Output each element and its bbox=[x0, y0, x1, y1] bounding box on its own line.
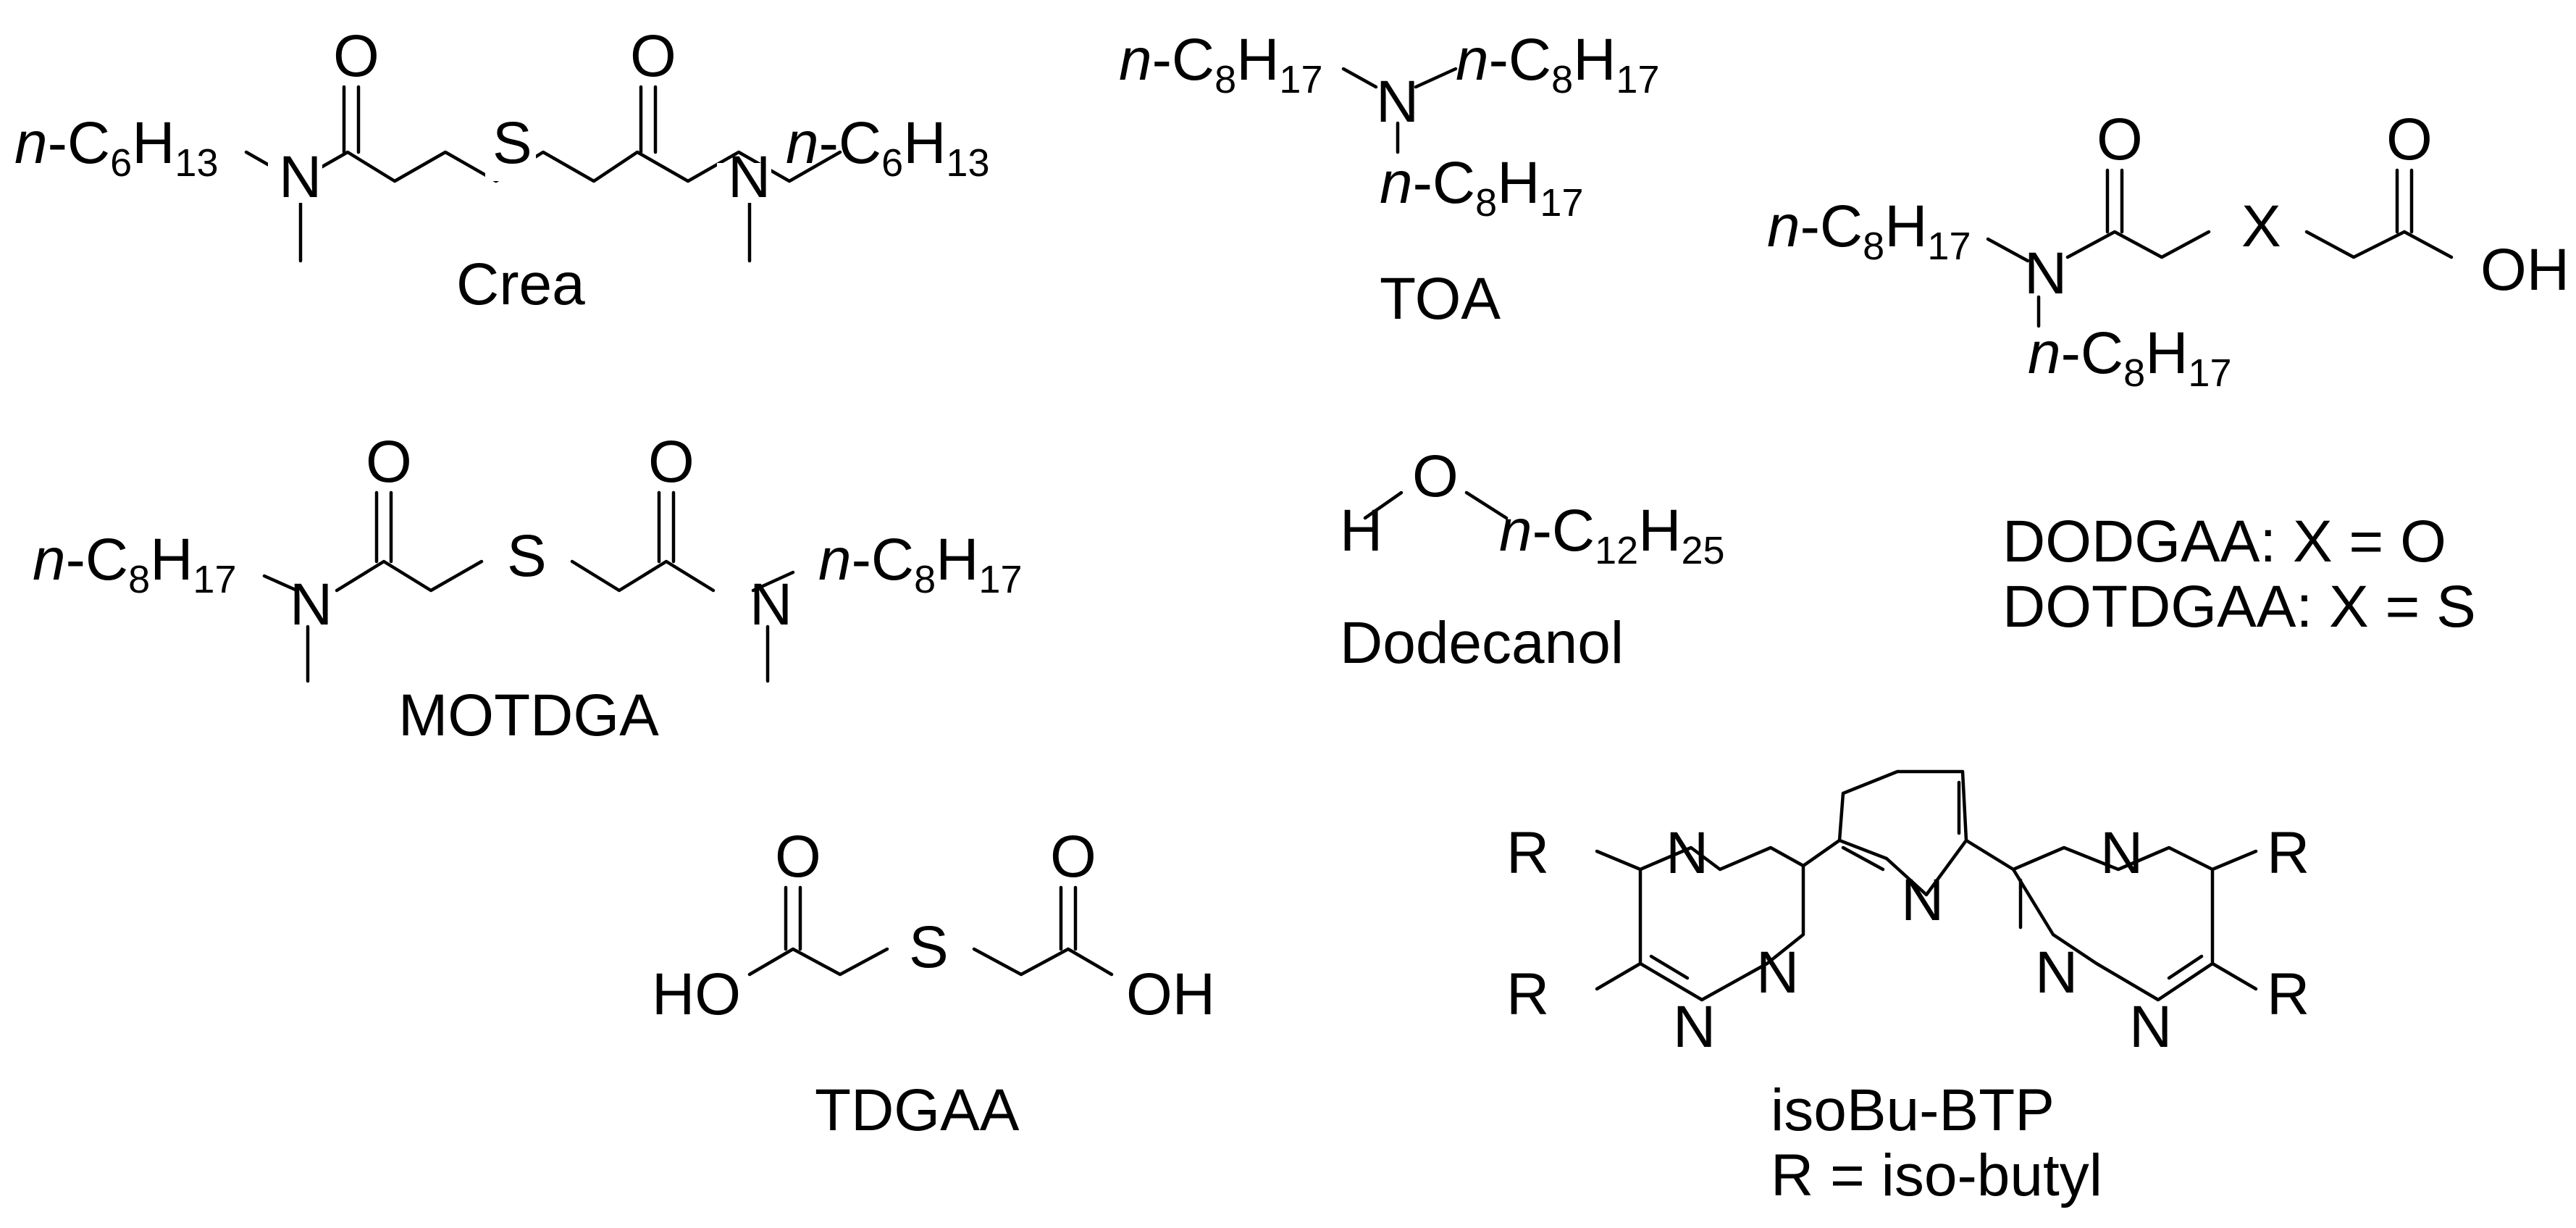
crea-n-left: N bbox=[279, 144, 322, 210]
btp-n-left-top: N bbox=[1666, 820, 1708, 886]
btp-n-pyridine: N bbox=[1901, 867, 1944, 933]
tdgaa-ho: HO bbox=[652, 961, 741, 1027]
toa-chain-left: n-C8H17 bbox=[1119, 27, 1322, 101]
molecule-tdgaa: HO O S O OH TDGAA bbox=[652, 824, 1215, 1143]
molecule-dodgaa: n-C8H17 N O X O OH n-C8H17 DODGAA: X = O… bbox=[1767, 106, 2569, 640]
motdga-n-right: N bbox=[750, 572, 792, 638]
crea-n-right: N bbox=[728, 144, 771, 210]
dodgaa-o-acid: O bbox=[2386, 106, 2433, 172]
btp-caption-2: R = iso-butyl bbox=[1771, 1143, 2102, 1208]
btp-r-top-right: R bbox=[2267, 820, 2309, 886]
molecule-toa: n-C8H17 N n-C8H17 n-C8H17 TOA bbox=[1119, 27, 1659, 332]
tdgaa-s: S bbox=[909, 914, 949, 980]
btp-r-bottom-left: R bbox=[1506, 961, 1549, 1027]
btp-n-right-bottom: N bbox=[2129, 994, 2172, 1060]
molecule-isobu-btp: R R R R N N N N N N N isoBu-BTP R = iso-… bbox=[1506, 769, 2309, 1208]
dodecanol-caption: Dodecanol bbox=[1340, 610, 1624, 676]
crea-left-chain: n-C6H13 bbox=[14, 110, 218, 185]
toa-caption: TOA bbox=[1380, 266, 1501, 332]
motdga-right-chain: n-C8H17 bbox=[818, 527, 1022, 601]
motdga-o-right: O bbox=[648, 429, 695, 495]
toa-n: N bbox=[1376, 69, 1419, 135]
motdga-caption: MOTDGA bbox=[398, 682, 659, 748]
dodecanol-h: H bbox=[1340, 498, 1383, 564]
crea-right-chain: n-C6H13 bbox=[786, 110, 989, 185]
motdga-s: S bbox=[507, 523, 547, 589]
dodgaa-chain-bottom: n-C8H17 bbox=[2028, 320, 2231, 395]
btp-n-right-top: N bbox=[2100, 820, 2143, 886]
tdgaa-oh: OH bbox=[1126, 961, 1215, 1027]
tdgaa-o-left: O bbox=[775, 824, 821, 890]
dodgaa-caption-1: DODGAA: X = O bbox=[2002, 509, 2446, 575]
tdgaa-o-right: O bbox=[1050, 824, 1096, 890]
motdga-left-chain: n-C8H17 bbox=[33, 527, 236, 601]
btp-n-left-side: N bbox=[1756, 940, 1799, 1006]
crea-caption: Crea bbox=[456, 251, 585, 317]
btp-caption-1: isoBu-BTP bbox=[1771, 1077, 2055, 1143]
dodgaa-n: N bbox=[2024, 241, 2067, 306]
dodgaa-x: X bbox=[2241, 193, 2281, 259]
dodgaa-o-carbonyl: O bbox=[2097, 106, 2143, 172]
dodgaa-chain-left: n-C8H17 bbox=[1767, 193, 1971, 268]
molecule-dodecanol: H O n-C12H25 Dodecanol bbox=[1340, 443, 1725, 676]
crea-o-right: O bbox=[630, 23, 676, 89]
toa-chain-right: n-C8H17 bbox=[1456, 27, 1659, 101]
btp-r-bottom-right: R bbox=[2267, 961, 2309, 1027]
motdga-n-left: N bbox=[290, 572, 332, 638]
tdgaa-caption: TDGAA bbox=[815, 1077, 1020, 1143]
molecule-crea: n-C6H13 N O S O N n-C6H13 Crea bbox=[14, 23, 989, 317]
molecule-motdga: n-C8H17 N O S O N n-C8H17 MOTDGA bbox=[33, 429, 1022, 748]
btp-n-left-bottom: N bbox=[1673, 994, 1716, 1060]
dodecanol-o: O bbox=[1412, 443, 1459, 509]
motdga-o-left: O bbox=[366, 429, 412, 495]
crea-s: S bbox=[492, 110, 532, 176]
dodgaa-oh: OH bbox=[2480, 237, 2569, 303]
dodgaa-caption-2: DOTDGAA: X = S bbox=[2002, 574, 2476, 640]
btp-n-right-side: N bbox=[2035, 940, 2078, 1006]
toa-chain-bottom: n-C8H17 bbox=[1380, 150, 1583, 225]
crea-o-left: O bbox=[333, 23, 379, 89]
btp-r-top-left: R bbox=[1506, 820, 1549, 886]
dodecanol-chain: n-C12H25 bbox=[1499, 498, 1725, 572]
